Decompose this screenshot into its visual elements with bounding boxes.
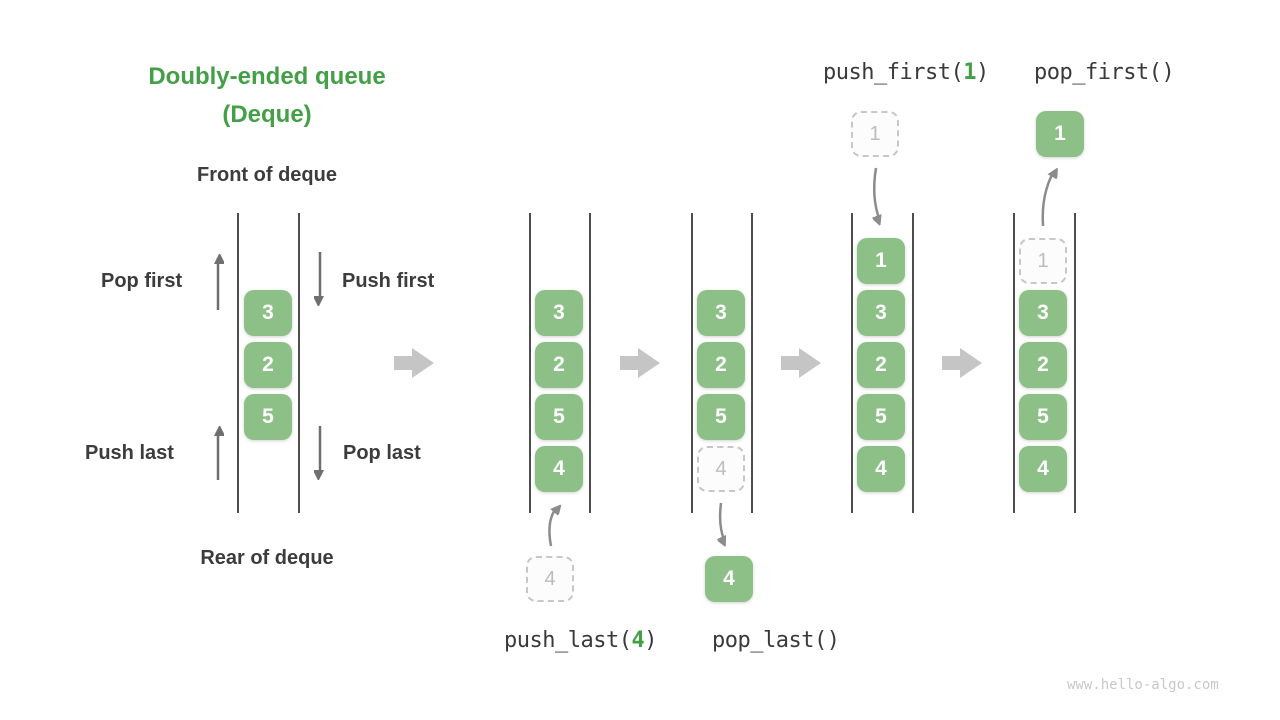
incoming-value-cell: 1 [851, 111, 899, 157]
push-first-op-suffix: ) [975, 60, 989, 85]
push-last-op-label: push_last(4) [504, 628, 657, 653]
queue-wall [589, 213, 591, 513]
watermark: www.hello-algo.com [1067, 677, 1219, 693]
popped-value-cell: 4 [705, 556, 753, 602]
push-last-op-prefix: push_last( [504, 628, 632, 653]
queue-cell: 3 [857, 290, 905, 336]
queue-wall [1013, 213, 1015, 513]
popped-value-cell: 1 [1036, 111, 1084, 157]
queue-wall [237, 213, 239, 513]
queue-wall [851, 213, 853, 513]
push-first-flow-arrow [874, 167, 880, 221]
diagram-title: Doubly-ended queue (Deque) [100, 58, 434, 134]
queue-wall [691, 213, 693, 513]
queue-wall [1074, 213, 1076, 513]
transition-arrow-2 [620, 348, 660, 378]
queue-cell: 2 [535, 342, 583, 388]
push-first-op-prefix: push_first( [823, 60, 964, 85]
push-first-op-arg: 1 [963, 60, 976, 85]
incoming-value-cell: 4 [526, 556, 574, 602]
queue-cell: 1 [857, 238, 905, 284]
diagram-title-line1: Doubly-ended queue [148, 63, 386, 90]
queue-cell: 5 [244, 394, 292, 440]
rear-of-deque-label: Rear of deque [200, 547, 334, 569]
pop-last-flow-arrow [720, 502, 727, 542]
queue-cell: 4 [857, 446, 905, 492]
queue-cell: 3 [535, 290, 583, 336]
queue-cell: 5 [857, 394, 905, 440]
push-last-label: Push last [85, 442, 174, 464]
queue-cell: 2 [244, 342, 292, 388]
queue-cell: 5 [697, 394, 745, 440]
queue-cell: 4 [1019, 446, 1067, 492]
queue-cell: 3 [244, 290, 292, 336]
transition-arrow-4 [942, 348, 982, 378]
ghost-cell: 1 [1019, 238, 1067, 284]
queue-cell: 2 [697, 342, 745, 388]
front-of-deque-label: Front of deque [197, 164, 337, 186]
queue-wall [912, 213, 914, 513]
queue-cell: 2 [1019, 342, 1067, 388]
transition-arrow-3 [781, 348, 821, 378]
pop-last-op-label: pop_last() [712, 628, 840, 653]
queue-cell: 4 [535, 446, 583, 492]
transition-arrow-1 [394, 348, 434, 378]
pop-first-label: Pop first [101, 270, 183, 292]
push-first-op-label: push_first(1) [823, 60, 989, 85]
pop-first-flow-arrow [1041, 171, 1054, 227]
push-last-op-arg: 4 [631, 628, 645, 653]
ghost-cell: 4 [697, 446, 745, 492]
queue-wall [529, 213, 531, 513]
pop-first-op-label: pop_first() [1034, 60, 1175, 85]
queue-cell: 5 [1019, 394, 1067, 440]
queue-cell: 2 [857, 342, 905, 388]
queue-wall [298, 213, 300, 513]
diagram-title-line2: (Deque) [222, 101, 312, 128]
queue-cell: 3 [697, 290, 745, 336]
pop-last-label: Pop last [343, 442, 421, 464]
push-last-flow-arrow [548, 507, 557, 547]
queue-wall [751, 213, 753, 513]
queue-cell: 3 [1019, 290, 1067, 336]
queue-cell: 5 [535, 394, 583, 440]
push-first-label: Push first [342, 270, 435, 292]
push-last-op-suffix: ) [644, 628, 657, 653]
